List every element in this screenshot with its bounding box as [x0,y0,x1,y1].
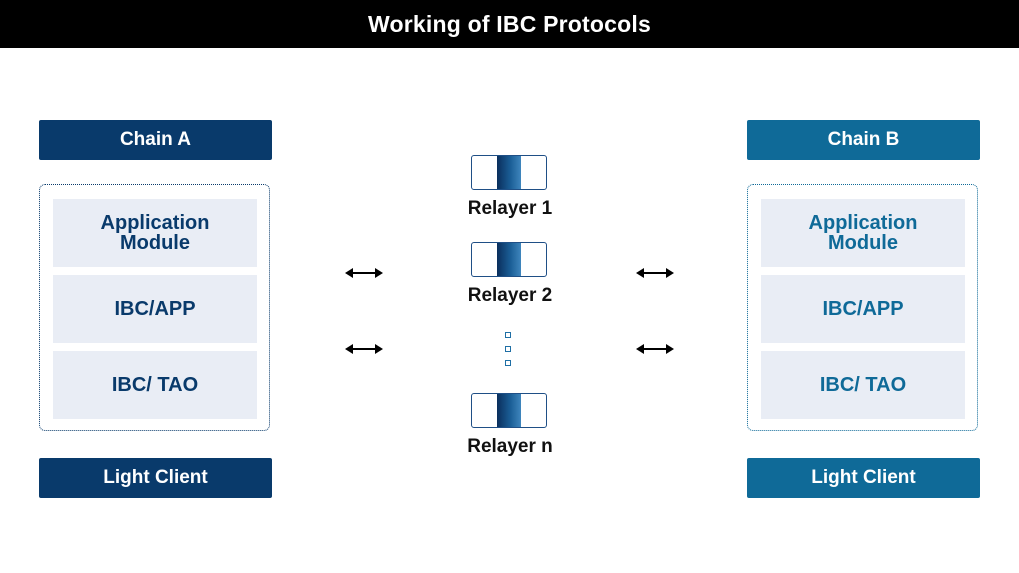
chain-a-module-stack: Application Module IBC/APP IBC/ TAO [39,184,270,431]
chain-a-ibc-app-module: IBC/APP [53,275,257,343]
double-arrow-icon [345,268,383,278]
chain-b-module-stack: Application Module IBC/APP IBC/ TAO [747,184,978,431]
double-arrow-icon [345,344,383,354]
chain-b-application-module: Application Module [761,199,965,267]
chain-a-application-module: Application Module [53,199,257,267]
chain-a-light-client: Light Client [39,458,272,498]
relayer-icon [471,393,547,428]
relayer-2-label: Relayer 2 [467,285,553,306]
diagram-title: Working of IBC Protocols [0,0,1019,48]
relayer-n-label: Relayer n [467,436,553,457]
ellipsis-dot [505,346,511,352]
chain-b-ibc-app-module: IBC/APP [761,275,965,343]
chain-b-ibc-tao-module: IBC/ TAO [761,351,965,419]
ellipsis-dot [505,332,511,338]
chain-a-ibc-tao-module: IBC/ TAO [53,351,257,419]
relayer-1-label: Relayer 1 [467,198,553,219]
ellipsis-dot [505,360,511,366]
double-arrow-icon [636,268,674,278]
chain-b-light-client: Light Client [747,458,980,498]
relayer-icon [471,242,547,277]
relayer-icon [471,155,547,190]
chain-a-header: Chain A [39,120,272,160]
double-arrow-icon [636,344,674,354]
chain-b-header: Chain B [747,120,980,160]
